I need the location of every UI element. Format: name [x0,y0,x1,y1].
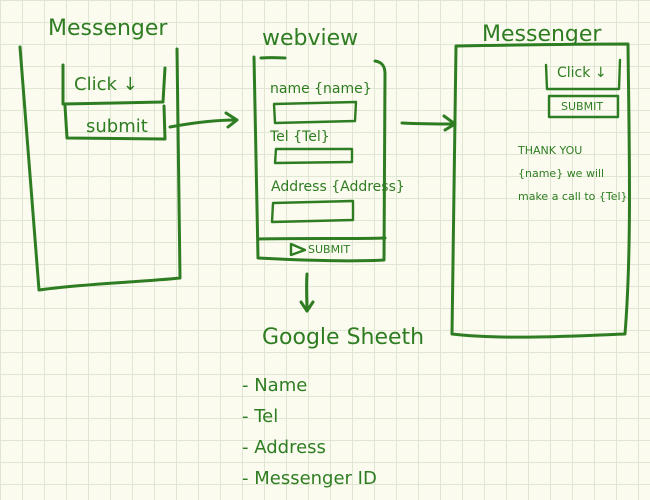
messenger-left-title: Messenger [48,16,168,41]
sheet-field-messenger-id: Messenger ID [254,468,377,489]
messenger-left-click-text: Click [74,74,117,95]
messenger-right-click-text: Click [557,65,591,81]
messenger-right-title: Messenger [482,22,602,47]
messenger-left-click-box [61,63,167,106]
webview-submit-label: SUBMIT [308,243,351,256]
messenger-left-click-label: Click ↓ [74,76,138,94]
messenger-left-submit-label: submit [86,116,148,137]
messenger-right-phone-frame [450,42,631,339]
address-input-box [270,199,355,224]
webview-phone-frame [252,55,387,263]
sheet-field-name: Name [254,375,308,396]
play-icon [289,242,307,257]
sheet-field-address: Address [254,437,326,458]
webview-title: webview [262,26,359,51]
thank-you-message: THANK YOU {name} we will make a call to … [518,144,628,203]
messenger-right-click-box [544,58,622,91]
messenger-right-submit-box [547,94,620,119]
left-to-webview-arrowhead [224,111,239,129]
tel-input-box [273,147,354,165]
sheet-field-item: - Messenger ID [242,468,377,489]
webview-to-sheets-arrowhead [299,300,315,313]
sheet-field-item: - Tel [242,406,279,427]
name-field-label: name {name} [270,81,372,97]
messenger-right-submit-label: SUBMIT [561,100,604,113]
arrow-down-icon: ↓ [594,65,607,81]
messenger-left-phone-frame [18,45,182,292]
webview-submit-divider [256,236,387,241]
messenger-left-submit-box [63,104,167,141]
tel-field-label: Tel {Tel} [270,129,330,145]
webview-to-messenger-arrow [400,121,457,126]
messenger-right-click-label: Click ↓ [557,66,607,80]
google-sheets-title: Google Sheeth [262,325,425,350]
sheet-field-tel: Tel [254,406,279,427]
address-field-label: Address {Address} [271,179,405,195]
left-to-webview-arrow [168,118,238,129]
name-input-box [272,100,358,125]
google-sheets-field-list: - Name - Tel - Address - Messenger ID [242,370,377,494]
arrow-down-icon: ↓ [122,74,138,95]
sheet-field-item: - Name [242,375,308,396]
sheet-field-item: - Address [242,437,326,458]
